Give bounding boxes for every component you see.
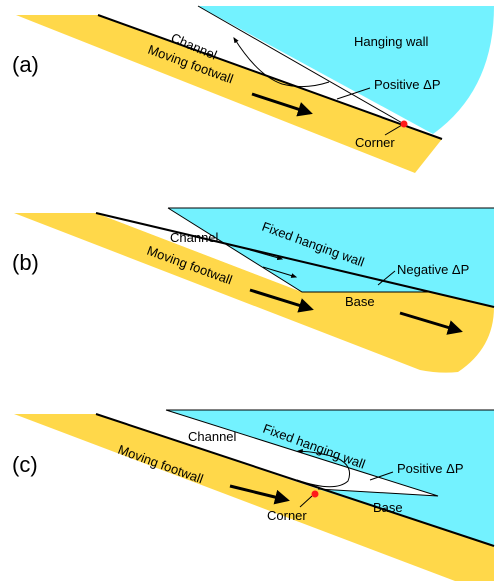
panel-label-c: (c) [12,452,38,477]
pressure-leader-b [377,270,396,286]
footwall-b [14,213,494,373]
panel-a: (a) Channel Hanging wall Moving footwall… [12,5,494,173]
hanging-wall-a [198,6,494,134]
channel-b [96,208,302,292]
channel-a [98,6,404,124]
channel-flow-arrow-c [296,448,351,488]
base-label-b: Base [345,294,375,309]
hanging-wall-base-c [165,409,439,497]
base-label-c: Base [373,500,403,515]
slab-interface-a [97,14,443,140]
channel-label-b: Channel [170,230,219,245]
hanging-wall-base-b [167,207,432,293]
pressure-leader-c [369,471,394,481]
panel-label-b: (b) [12,250,39,275]
corner-label-a: Corner [355,135,395,150]
pressure-label-c: Positive ΔP [397,461,464,476]
channel-flow-arrow-b2 [262,266,298,278]
corner-label-c: Corner [267,508,307,523]
footwall-motion-arrow-b2 [399,311,463,335]
hanging-wall-label-a: Hanging wall [354,34,429,49]
panel-label-a: (a) [12,52,39,77]
pressure-label-a: Positive ΔP [374,77,441,92]
slab-interface-c [95,413,495,547]
hanging-wall-b [168,208,494,307]
channel-flow-arrow-b1 [249,249,284,261]
pressure-leader-a [336,87,371,100]
corner-dot-c [311,490,319,498]
panel-c: (c) Channel Fixed hanging wall Moving fo… [12,409,495,581]
footwall-motion-arrow-c [229,484,290,505]
footwall-c [14,414,494,581]
footwall-motion-arrow-b1 [249,288,314,313]
hanging-wall-base-a [197,5,405,125]
hanging-wall-c [166,410,494,546]
corner-leader-a [384,124,403,136]
footwall-a [16,15,442,173]
panel-b: (b) Channel Fixed hanging wall Moving fo… [12,207,495,373]
corner-leader-c [299,495,313,508]
channel-flow-arrow-a [233,36,330,88]
channel-c [96,410,438,496]
channel-label-c: Channel [188,429,237,444]
corner-dot-a [400,120,408,128]
footwall-motion-arrow-a [251,92,313,117]
slab-interface-b [95,212,495,308]
pressure-label-b: Negative ΔP [397,262,469,277]
